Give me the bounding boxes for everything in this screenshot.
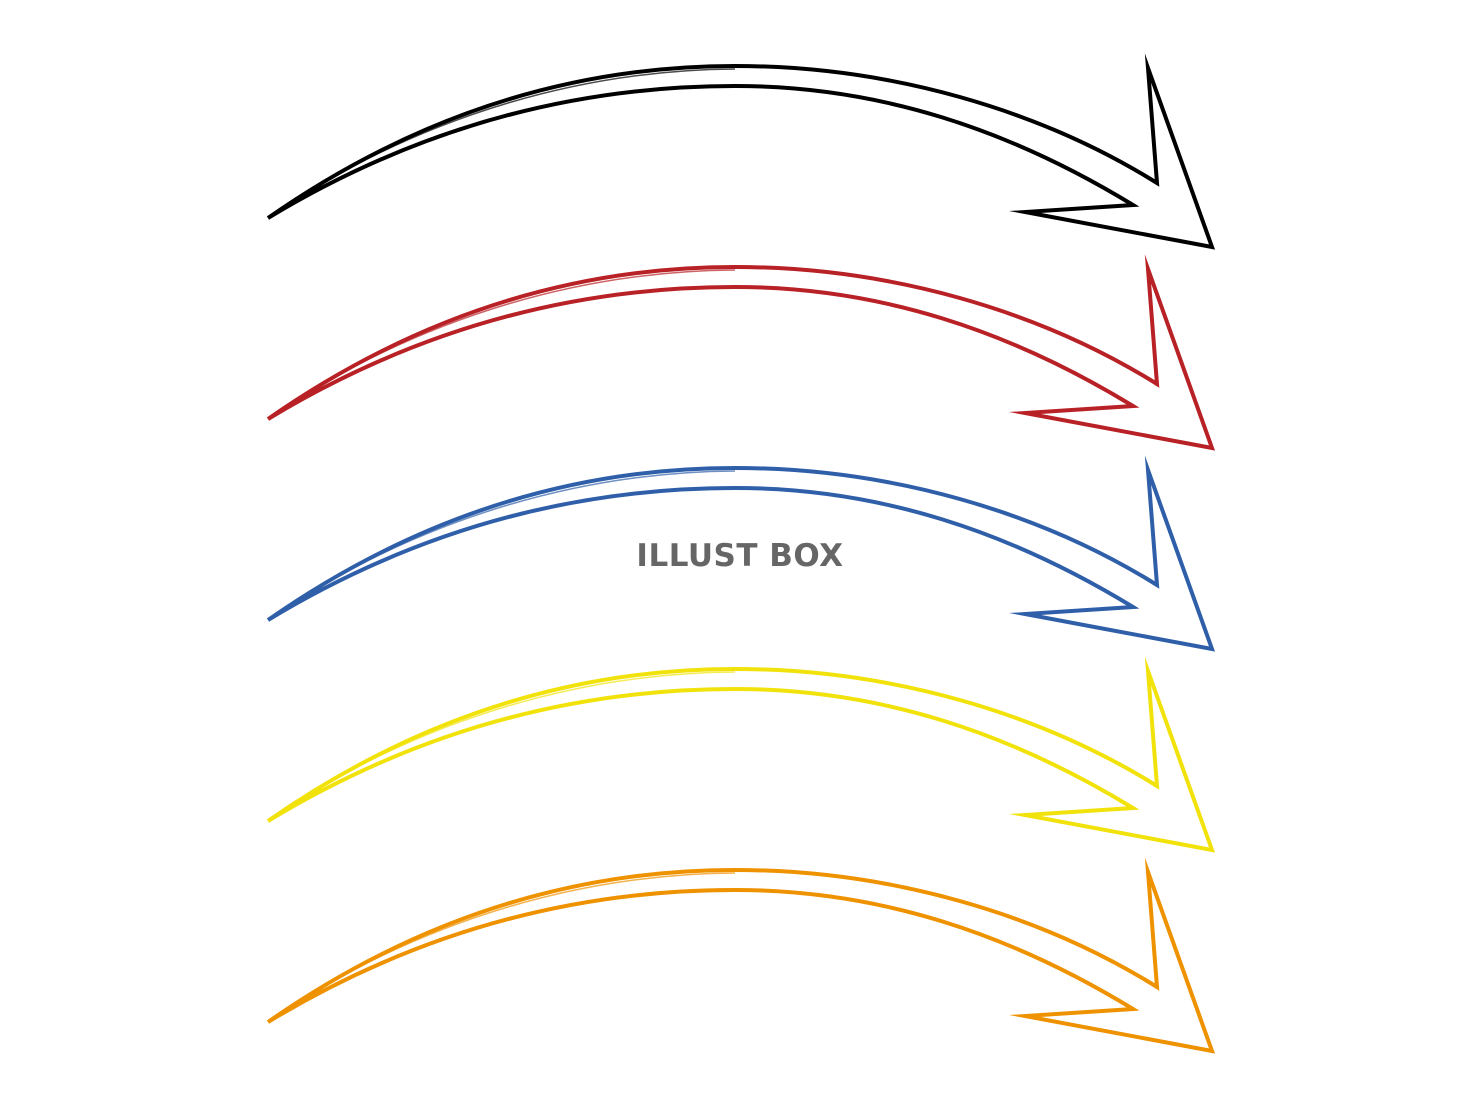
black-arrow-sketch-line [271, 68, 736, 215]
yellow-arrow-outline [266, 656, 1216, 853]
red-arrow-sketch-line [271, 269, 736, 416]
orange-arrow [266, 857, 1216, 1054]
yellow-arrow-sketch-line [271, 671, 736, 818]
blue-arrow [266, 455, 1216, 652]
yellow-arrow [266, 656, 1216, 853]
blue-arrow-sketch-line [271, 470, 736, 617]
black-arrow [266, 53, 1216, 250]
black-arrow-outline [266, 53, 1216, 250]
orange-arrow-sketch-line [271, 872, 736, 1019]
red-arrow-outline [266, 254, 1216, 451]
blue-arrow-outline [266, 455, 1216, 652]
orange-arrow-outline [266, 857, 1216, 1054]
red-arrow [266, 254, 1216, 451]
